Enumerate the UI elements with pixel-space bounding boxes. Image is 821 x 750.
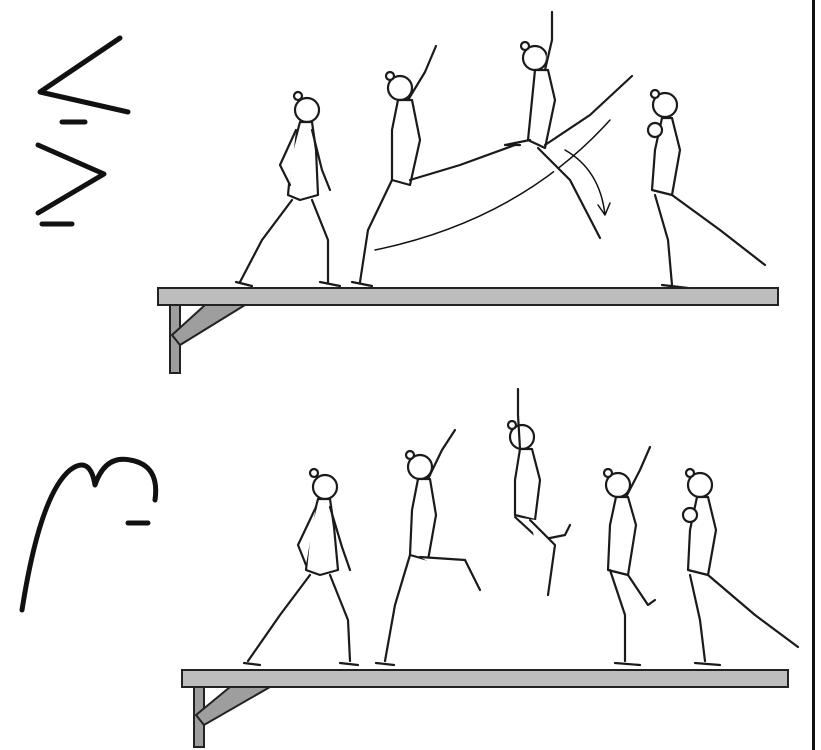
gymnast-figure-4 — [604, 447, 655, 665]
balance-beam-top — [158, 288, 778, 373]
split-leap-notation-symbol-icon — [38, 38, 128, 224]
panel-top-split-leap — [0, 0, 812, 375]
panel-top-svg — [0, 0, 812, 375]
right-border-line — [812, 0, 815, 750]
balance-beam-bottom — [182, 670, 788, 747]
gymnast-figure-3 — [505, 12, 632, 238]
panel-bottom-tuck-jump — [0, 375, 812, 750]
gymnast-figure-2 — [376, 430, 480, 665]
panel-bottom-svg — [0, 375, 812, 750]
gymnast-figure-1 — [236, 92, 340, 286]
gymnast-figure-5 — [683, 469, 798, 665]
gymnast-figure-1 — [244, 469, 358, 665]
gymnast-figure-3 — [508, 389, 570, 595]
gymnast-figure-4 — [648, 90, 765, 288]
tuck-jump-notation-symbol-icon — [22, 459, 156, 610]
